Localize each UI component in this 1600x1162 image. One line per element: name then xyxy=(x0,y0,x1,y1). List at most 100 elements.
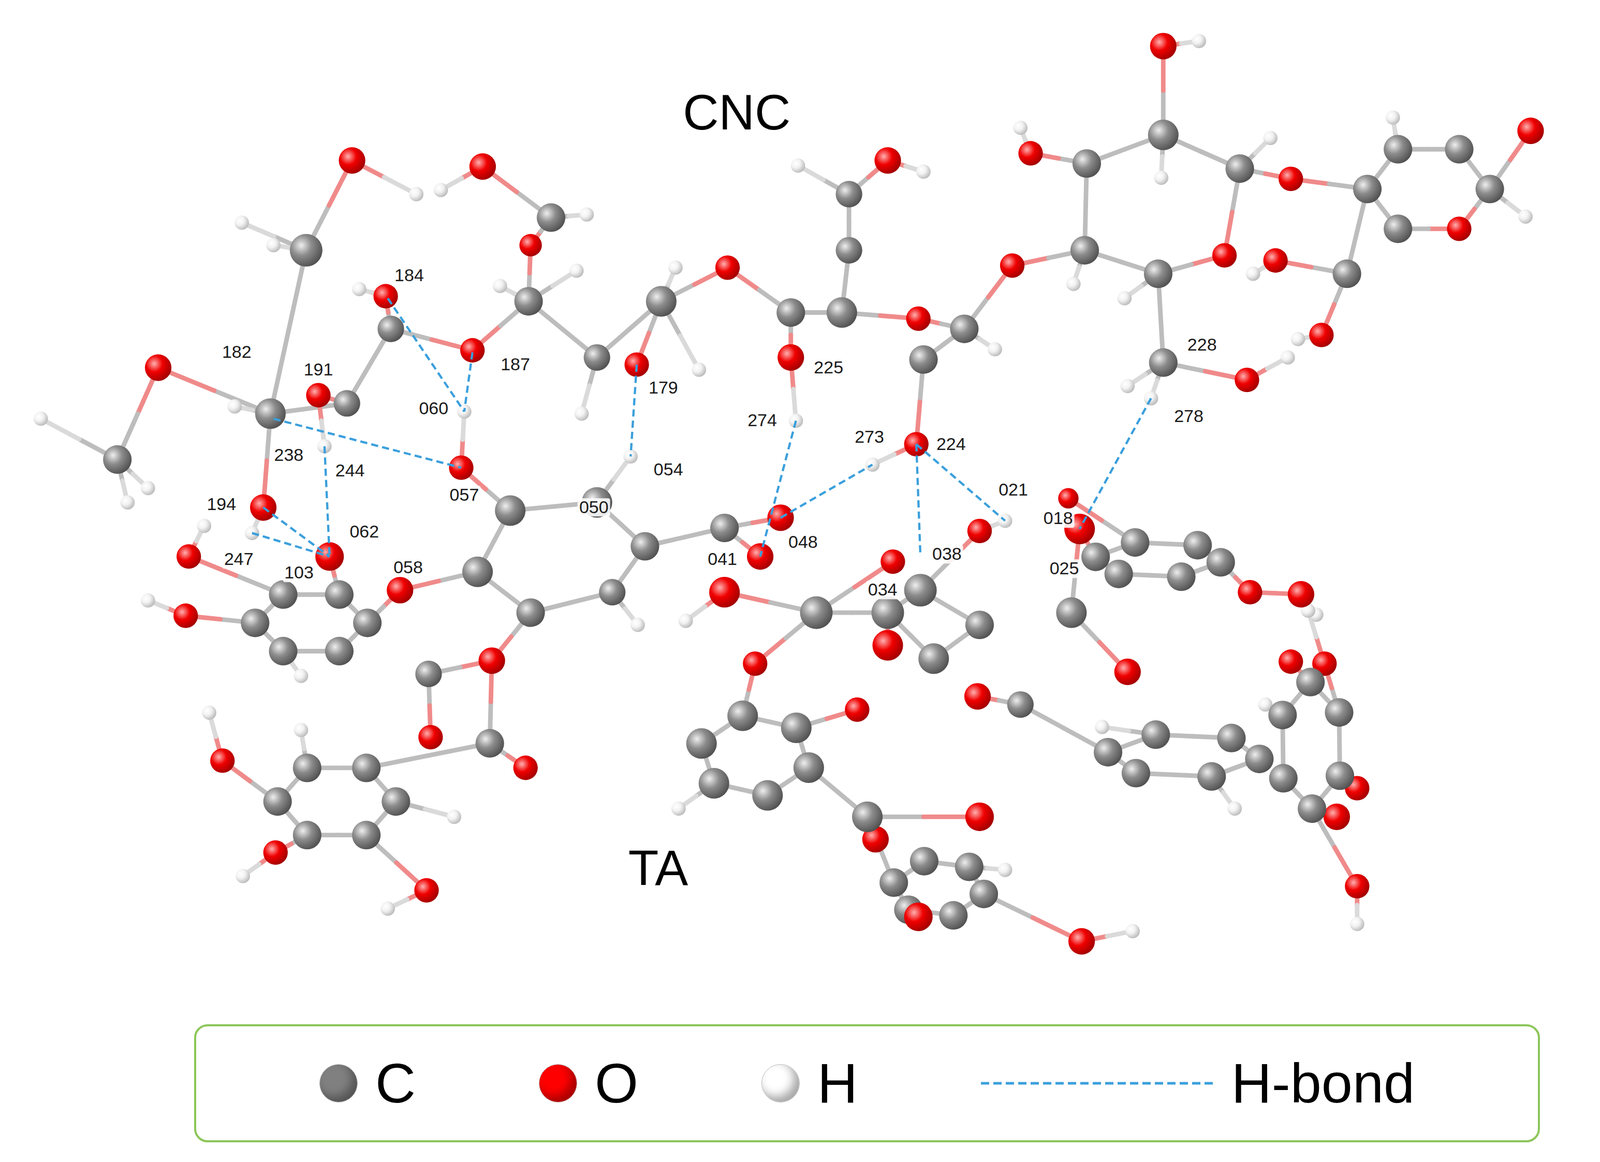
atom-sphere xyxy=(210,747,235,773)
legend-text: O xyxy=(594,1052,639,1114)
atom-sphere xyxy=(1206,547,1236,577)
atom-sphere xyxy=(494,494,526,526)
atom-sphere xyxy=(1143,259,1173,288)
legend-swatch xyxy=(761,1063,800,1103)
atom-sphere xyxy=(938,900,968,930)
atom-number: 278 xyxy=(1172,406,1206,426)
atom-number: 273 xyxy=(853,427,886,447)
atom-sphere xyxy=(678,613,694,628)
atom-sphere xyxy=(351,753,381,782)
atom-sphere xyxy=(1234,367,1259,392)
atom-sphere xyxy=(1517,117,1544,144)
atom-sphere xyxy=(1287,580,1315,608)
atom-sphere xyxy=(1104,559,1134,589)
atom-number: 247 xyxy=(222,549,256,569)
legend-text: H-bond xyxy=(1231,1052,1415,1114)
atom-sphere xyxy=(1120,378,1135,394)
atom-sphere xyxy=(1094,719,1110,735)
atom-sphere xyxy=(173,603,198,628)
atom-sphere xyxy=(196,518,212,534)
atom-sphere xyxy=(373,283,398,308)
atom-sphere xyxy=(1296,667,1325,697)
atom-sphere xyxy=(201,705,217,720)
atom-sphere xyxy=(1125,923,1140,938)
atom-sphere xyxy=(1278,166,1303,192)
legend-box: COHH-bond xyxy=(194,1023,1540,1142)
atom-sphere xyxy=(1197,761,1226,791)
atom-sphere xyxy=(415,660,442,687)
component-label: CNC xyxy=(681,85,792,139)
atom-sphere xyxy=(268,580,298,609)
atom-sphere xyxy=(140,480,156,496)
atom-sphere xyxy=(478,647,506,674)
hbond-line xyxy=(464,351,473,411)
atom-sphere xyxy=(475,728,505,758)
atom-number: 182 xyxy=(220,342,254,362)
atom-sphere xyxy=(583,344,611,371)
atom-sphere xyxy=(1297,794,1327,823)
atom-sphere xyxy=(418,724,443,750)
atom-number: 060 xyxy=(417,399,450,418)
atom-number: 244 xyxy=(333,461,367,480)
atom-sphere xyxy=(1058,488,1079,509)
atom-sphere xyxy=(325,636,354,666)
atom-sphere xyxy=(33,411,49,427)
atom-sphere xyxy=(1081,542,1110,571)
atom-sphere xyxy=(227,399,243,414)
atom-sphere xyxy=(1066,276,1081,292)
atom-number: 058 xyxy=(391,558,425,577)
atom-sphere xyxy=(250,493,277,521)
atom-sphere xyxy=(1227,801,1242,816)
atom-sphere xyxy=(835,237,862,264)
atom-sphere xyxy=(874,147,901,174)
atom-sphere xyxy=(852,801,883,832)
atom-sphere xyxy=(776,298,805,327)
atom-sphere xyxy=(351,820,381,849)
atom-sphere xyxy=(1149,348,1178,377)
hydrogen-bonds xyxy=(252,298,1152,557)
atom-sphere xyxy=(1093,737,1123,767)
atom-sphere xyxy=(1191,33,1207,49)
atom-number: 041 xyxy=(706,549,739,569)
atom-sphere xyxy=(377,315,404,342)
legend-item: O xyxy=(538,1052,639,1114)
atom-sphere xyxy=(294,722,309,738)
hbond-line xyxy=(387,298,465,412)
atom-sphere xyxy=(1166,562,1196,591)
atom-sphere xyxy=(1055,597,1087,628)
atom-sphere xyxy=(1475,174,1505,203)
atom-sphere xyxy=(516,598,545,627)
atom-sphere xyxy=(292,753,322,782)
atom-sphere xyxy=(793,752,825,783)
atom-sphere xyxy=(1349,916,1365,932)
atom-sphere xyxy=(263,786,292,816)
atom-sphere xyxy=(140,593,156,608)
atom-sphere xyxy=(1383,135,1413,164)
atom-sphere xyxy=(1344,873,1370,899)
atom-number: 038 xyxy=(930,545,964,564)
hbond-line xyxy=(324,446,330,557)
atom-sphere xyxy=(333,389,361,417)
hbond-line xyxy=(263,507,330,557)
atom-sphere xyxy=(671,801,686,816)
atom-sphere xyxy=(1268,700,1297,729)
atom-sphere xyxy=(513,755,538,780)
atom-sphere xyxy=(777,344,804,371)
atom-sphere xyxy=(235,868,251,884)
atom-sphere xyxy=(1325,760,1355,790)
atom-number: 050 xyxy=(577,497,611,517)
legend-text: C xyxy=(375,1052,416,1114)
legend-swatch xyxy=(538,1063,578,1103)
atom-sphere xyxy=(1244,744,1274,773)
atom-number: 103 xyxy=(282,563,316,582)
atom-sphere xyxy=(598,578,626,606)
atom-number: 048 xyxy=(786,532,820,552)
atom-sphere xyxy=(844,697,870,722)
atom-sphere xyxy=(240,608,270,637)
atom-number: 025 xyxy=(1048,559,1081,578)
atom-number: 184 xyxy=(392,266,426,285)
component-label: TA xyxy=(626,841,691,894)
atom-sphere xyxy=(709,576,740,608)
atom-sphere xyxy=(1383,214,1413,243)
